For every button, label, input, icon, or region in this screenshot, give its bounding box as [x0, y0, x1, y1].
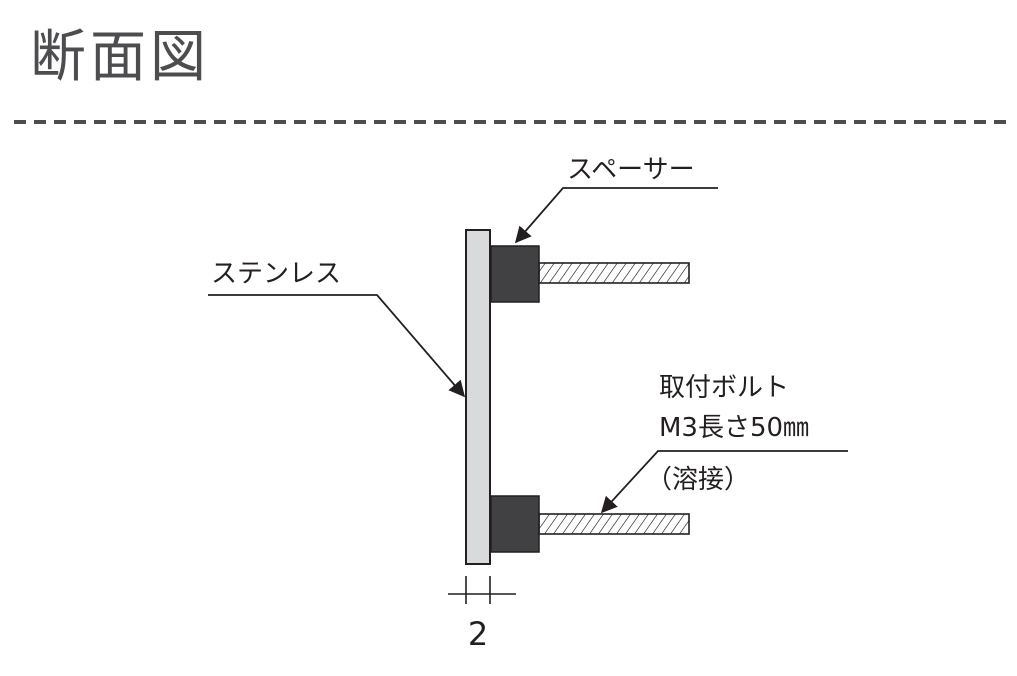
thickness-dimension	[448, 576, 516, 604]
spacer-lower	[490, 495, 540, 553]
leader-stainless	[208, 294, 466, 398]
label-bolt-line1: 取付ボルト	[659, 373, 789, 403]
leader-bolt	[600, 450, 848, 514]
label-spacer: スペーサー	[567, 155, 695, 185]
label-bolt-line3: （溶接）	[646, 465, 750, 495]
thickness-value: 2	[468, 615, 488, 653]
page-title: 断面図	[30, 25, 210, 90]
spacer-upper	[490, 245, 540, 303]
stainless-plate	[465, 229, 491, 565]
label-stainless: ステンレス	[211, 259, 341, 289]
label-bolt-line2: M3長さ50㎜	[659, 413, 809, 443]
leader-spacer	[514, 187, 718, 244]
bolt-lower	[538, 513, 690, 535]
bolt-upper	[538, 262, 690, 284]
